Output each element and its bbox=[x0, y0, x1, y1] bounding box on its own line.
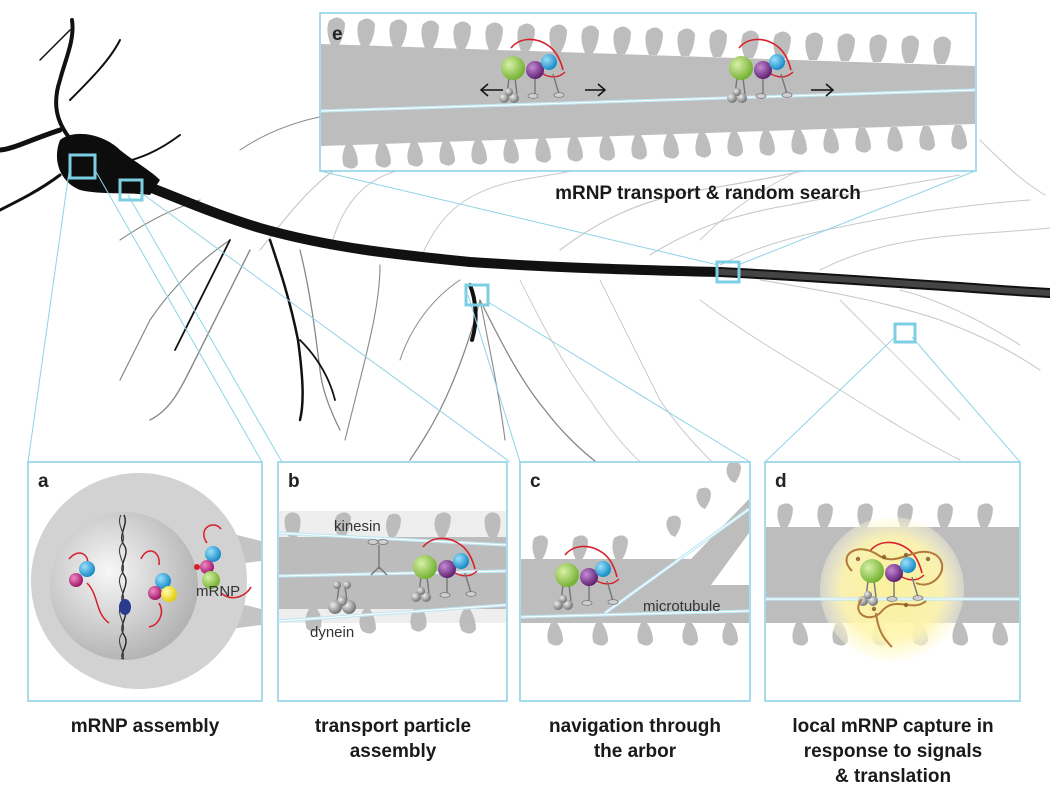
arrow-left-icon bbox=[479, 83, 503, 97]
panel-d-letter: d bbox=[775, 471, 787, 492]
caption-d-line2: response to signals bbox=[803, 741, 983, 762]
panel-a: a mRNP bbox=[27, 461, 263, 702]
zoom-box-a bbox=[68, 153, 97, 180]
zoom-box-e bbox=[715, 260, 741, 284]
zoom-connectors bbox=[27, 164, 1021, 463]
caption-d: local mRNP capture in response to signal… bbox=[762, 714, 1024, 789]
zoom-boxes bbox=[68, 153, 917, 344]
panel-d: d bbox=[764, 461, 1021, 702]
panel-c: c microtubule bbox=[519, 461, 751, 702]
caption-a: mRNP assembly bbox=[70, 716, 220, 737]
caption-b-line2: assembly bbox=[349, 741, 437, 762]
kinesin-label: kinesin bbox=[334, 518, 381, 535]
caption-c-line2: the arbor bbox=[593, 741, 677, 762]
kinesin-motor bbox=[367, 539, 389, 576]
panel-c-letter: c bbox=[530, 471, 541, 492]
panel-a-letter: a bbox=[38, 471, 49, 492]
zoom-box-b bbox=[118, 178, 144, 202]
dynein-motor bbox=[328, 581, 356, 614]
caption-b-line1: transport particle bbox=[314, 716, 472, 737]
nucleus bbox=[50, 512, 198, 660]
arrow-right-icon bbox=[811, 83, 835, 97]
caption-b: transport particle assembly bbox=[270, 714, 516, 764]
caption-c-line1: navigation through bbox=[548, 716, 722, 737]
arrow-right-icon bbox=[585, 83, 607, 97]
zoom-box-c bbox=[464, 283, 490, 307]
dynein-label: dynein bbox=[310, 624, 354, 641]
panel-e: e bbox=[319, 12, 977, 172]
caption-d-line3: & translation bbox=[834, 766, 952, 787]
neuron-micrograph bbox=[0, 18, 1050, 471]
capture-glow bbox=[820, 517, 964, 661]
mrnp-label: mRNP bbox=[196, 583, 240, 600]
zoom-box-d bbox=[893, 322, 917, 344]
microtubule-label: microtubule bbox=[643, 598, 721, 615]
caption-c: navigation through the arbor bbox=[512, 714, 758, 764]
caption-d-line1: local mRNP capture in bbox=[792, 716, 994, 737]
panel-e-letter: e bbox=[332, 24, 343, 45]
panel-b-letter: b bbox=[288, 471, 300, 492]
caption-e: mRNP transport & random search bbox=[555, 183, 861, 204]
panel-b: b kinesin dynein bbox=[277, 461, 508, 702]
